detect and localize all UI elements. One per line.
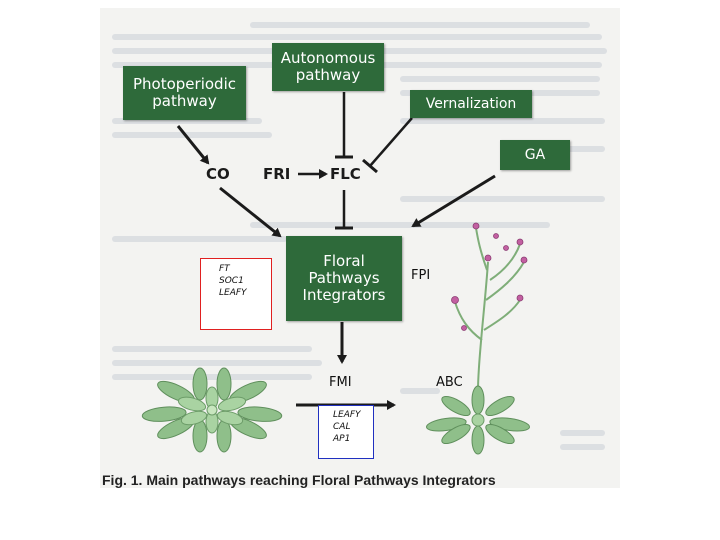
ga-label: GA [524, 146, 546, 163]
figure-caption: Fig. 1. Main pathways reaching Floral Pa… [102, 472, 622, 488]
floral-pathways-integrators-node: Floral Pathways Integrators [286, 236, 402, 321]
flc-label: FLC [330, 165, 361, 183]
fpi-label: FPI [411, 268, 431, 283]
gene-soc1: SOC1 [219, 276, 244, 286]
floral-pathways-integrators-label: Floral Pathways Integrators [302, 251, 386, 305]
red-gene-box: FT SOC1 LEAFY [200, 258, 272, 330]
abc-label: ABC [436, 375, 463, 390]
photoperiodic-pathway-label: Photoperiodic pathway [133, 74, 236, 110]
blue-gene-list: LEAFY CAL AP1 [333, 409, 361, 445]
red-gene-list: FT SOC1 LEAFY [219, 263, 247, 299]
vernalization-node: Vernalization [410, 90, 532, 118]
vernalization-label: Vernalization [425, 95, 517, 112]
gene-cal: CAL [333, 422, 351, 432]
autonomous-pathway-label: Autonomous pathway [280, 48, 376, 84]
ga-node: GA [500, 140, 570, 170]
blue-gene-box: LEAFY CAL AP1 [318, 405, 374, 459]
gene-leafy: LEAFY [333, 410, 361, 420]
inhibit-vernalization-flc [369, 117, 413, 167]
co-label: CO [206, 165, 230, 183]
fmi-label: FMI [329, 375, 352, 390]
gene-ft: FT [219, 264, 230, 274]
arrow-photoperiodic-to-co [176, 125, 210, 165]
figure-caption-text: Main pathways reaching Floral Pathways I… [146, 472, 496, 488]
gene-leafy: LEAFY [219, 288, 247, 298]
arrow-ga-to-integrators [411, 174, 496, 228]
figure-caption-number: Fig. 1. [102, 472, 143, 488]
autonomous-pathway-node: Autonomous pathway [272, 43, 384, 91]
arrow-co-to-integrators [219, 186, 282, 238]
photoperiodic-pathway-node: Photoperiodic pathway [123, 66, 246, 120]
gene-ap1: AP1 [333, 434, 351, 444]
fri-label: FRI [263, 165, 291, 183]
